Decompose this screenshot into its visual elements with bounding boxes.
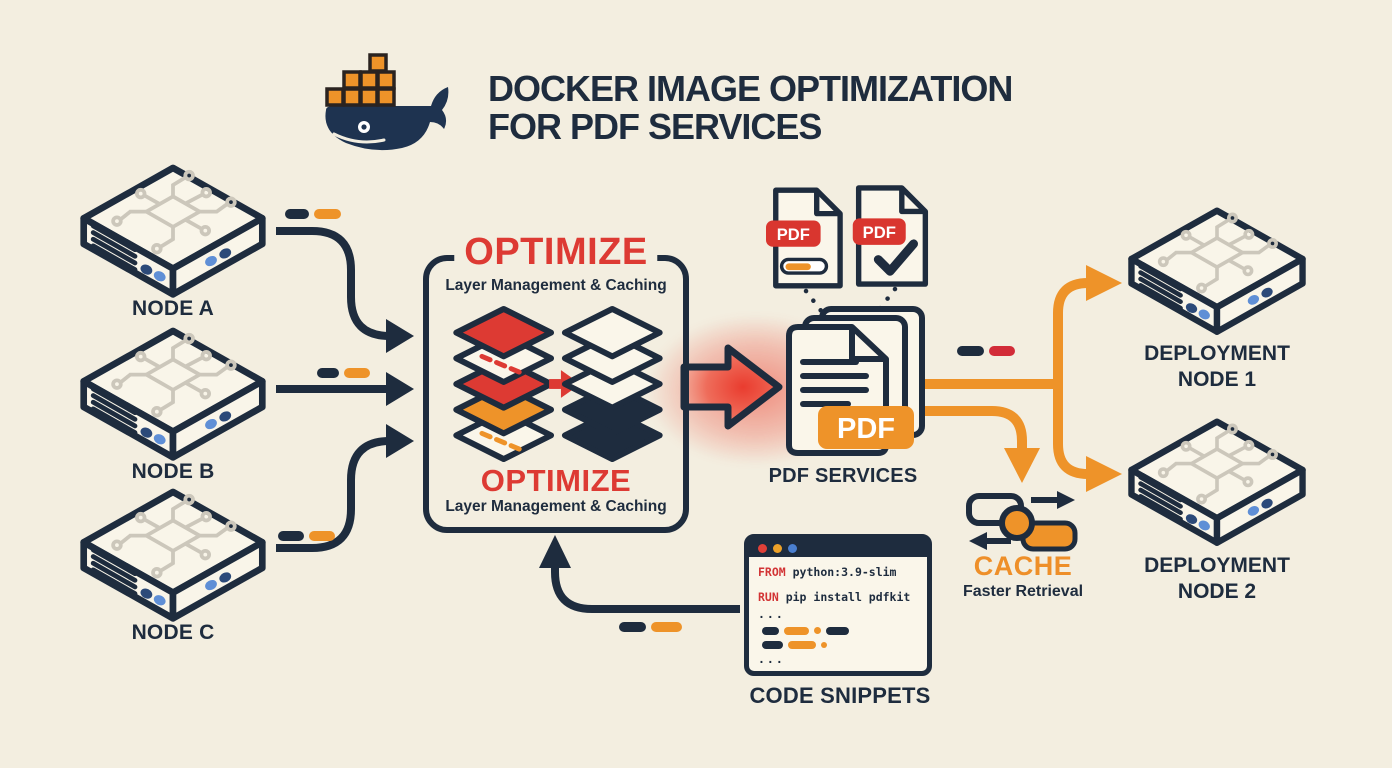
pdf-badge-main <box>818 406 914 449</box>
deployment-node-2-icon <box>1126 416 1308 553</box>
svg-text:PDF: PDF <box>837 413 895 445</box>
code-token <box>762 626 779 635</box>
checkmark-icon <box>873 239 918 276</box>
cache-icon <box>966 491 1078 552</box>
optimize-title-top: OPTIMIZE <box>454 231 658 274</box>
distribution-connectors <box>920 278 1089 479</box>
deployment-node-1-label: DEPLOYMENT NODE 1 <box>1144 342 1290 391</box>
progress-bar <box>785 263 811 271</box>
pdf-doc-loading-icon: PDF <box>766 187 843 289</box>
optimize-title-bottom: OPTIMIZE <box>480 463 632 498</box>
code-body: FROM python:3.9-slim RUN pip install pdf… <box>749 557 927 666</box>
node-b-label: NODE B <box>131 460 215 483</box>
code-token <box>821 641 827 648</box>
node-b-icon <box>78 325 268 468</box>
docker-whale-icon <box>325 53 449 151</box>
code-ellipsis-2: ... <box>758 652 785 666</box>
node-a-icon <box>78 162 268 305</box>
node-c-icon <box>78 486 268 629</box>
layer-stack-after-icon <box>561 305 663 463</box>
layer-stack-before-icon <box>453 305 555 463</box>
code-window-titlebar <box>749 539 927 557</box>
code-line-from: FROM python:3.9-slim <box>758 565 897 579</box>
distribution-arrowheads <box>1004 265 1122 492</box>
pdf-stack-icon: PDF <box>786 306 925 456</box>
code-token-row <box>762 640 918 649</box>
code-token <box>784 626 809 635</box>
layer-stacks-icon <box>453 305 663 463</box>
window-dot-blue <box>788 543 797 553</box>
code-token <box>814 627 821 634</box>
svg-text:PDF: PDF <box>777 225 810 244</box>
code-token <box>826 626 849 635</box>
node-c-label: NODE C <box>131 621 215 644</box>
cache-subtitle: Faster Retrieval <box>962 583 1084 600</box>
window-dot-red <box>758 543 767 553</box>
optimize-subtitle-top: Layer Management & Caching <box>445 277 667 294</box>
code-token <box>762 640 783 649</box>
optimize-box: OPTIMIZE Layer Management & Caching <box>423 231 689 533</box>
svg-text:PDF: PDF <box>863 223 896 242</box>
code-token <box>788 640 816 649</box>
window-dot-orange <box>773 543 782 553</box>
pdf-services-label: PDF SERVICES <box>768 465 918 487</box>
diagram-title: DOCKER IMAGE OPTIMIZATION FOR PDF SERVIC… <box>488 68 1013 147</box>
code-token-row <box>762 626 918 635</box>
code-line-run: RUN pip install pdfkit <box>758 590 911 604</box>
code-ellipsis-1: ... <box>758 607 785 621</box>
title-line-1: DOCKER IMAGE OPTIMIZATION <box>488 68 1013 109</box>
code-snippets-label: CODE SNIPPETS <box>749 683 931 708</box>
cache-label: CACHE <box>973 551 1073 581</box>
node-a-label: NODE A <box>131 297 215 320</box>
optimize-subtitle-bottom: Layer Management & Caching <box>445 498 667 515</box>
title-line-2: FOR PDF SERVICES <box>488 106 822 147</box>
code-window: FROM python:3.9-slim RUN pip install pdf… <box>744 534 932 676</box>
pdf-badge-left <box>766 220 821 247</box>
deployment-node-1-icon <box>1126 205 1308 342</box>
deployment-node-2-label: DEPLOYMENT NODE 2 <box>1144 554 1290 603</box>
pdf-badge-right <box>852 218 906 245</box>
pdf-doc-verified-icon: PDF <box>852 185 929 287</box>
